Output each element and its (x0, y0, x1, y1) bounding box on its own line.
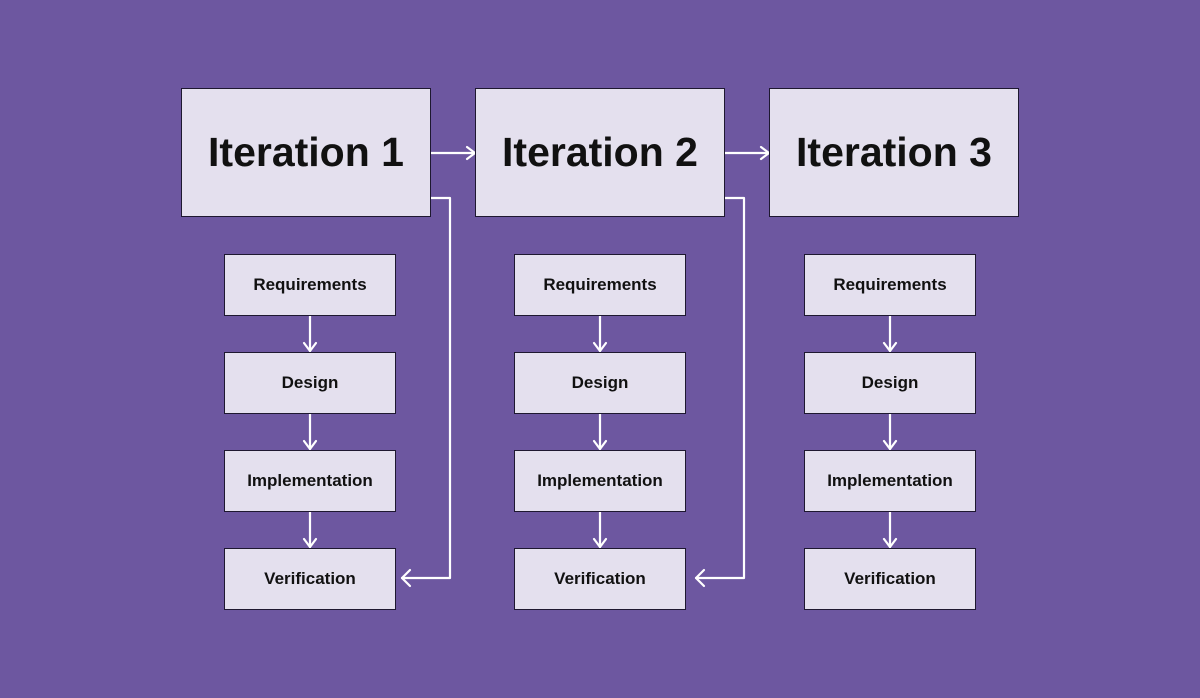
step-label: Verification (264, 569, 356, 588)
step-label: Requirements (543, 275, 657, 294)
iteration-2-title: Iteration 2 (502, 129, 698, 175)
step-label: Verification (844, 569, 936, 588)
iteration-2-requirements-box: Requirements (514, 254, 686, 316)
iteration-1-title: Iteration 1 (208, 129, 404, 175)
arrow-iteration-2-to-3 (723, 145, 771, 161)
arrow-iteration-1-to-verification (400, 196, 452, 588)
iteration-3-box: Iteration 3 (769, 88, 1019, 217)
iteration-1-verification-box: Verification (224, 548, 396, 610)
arrow-iteration-1-to-2 (429, 145, 477, 161)
iteration-1-implementation-box: Implementation (224, 450, 396, 512)
arrow-iteration-2-to-verification (694, 196, 746, 588)
step-label: Requirements (833, 275, 947, 294)
iteration-1-box: Iteration 1 (181, 88, 431, 217)
iteration-1-design-box: Design (224, 352, 396, 414)
step-label: Implementation (827, 471, 953, 490)
step-label: Design (571, 373, 629, 392)
step-label: Verification (554, 569, 646, 588)
iteration-3-verification-box: Verification (804, 548, 976, 610)
step-label: Implementation (247, 471, 373, 490)
iteration-2-verification-box: Verification (514, 548, 686, 610)
iteration-3-title: Iteration 3 (796, 129, 992, 175)
iteration-3-implementation-box: Implementation (804, 450, 976, 512)
step-label: Design (861, 373, 919, 392)
step-arrows-column-2 (592, 314, 608, 549)
iteration-2-design-box: Design (514, 352, 686, 414)
step-label: Requirements (253, 275, 367, 294)
iteration-3-design-box: Design (804, 352, 976, 414)
step-arrows-column-3 (882, 314, 898, 549)
iteration-2-implementation-box: Implementation (514, 450, 686, 512)
step-label: Implementation (537, 471, 663, 490)
step-arrows-column-1 (302, 314, 318, 549)
iteration-3-requirements-box: Requirements (804, 254, 976, 316)
step-label: Design (281, 373, 339, 392)
iteration-2-box: Iteration 2 (475, 88, 725, 217)
iteration-1-requirements-box: Requirements (224, 254, 396, 316)
